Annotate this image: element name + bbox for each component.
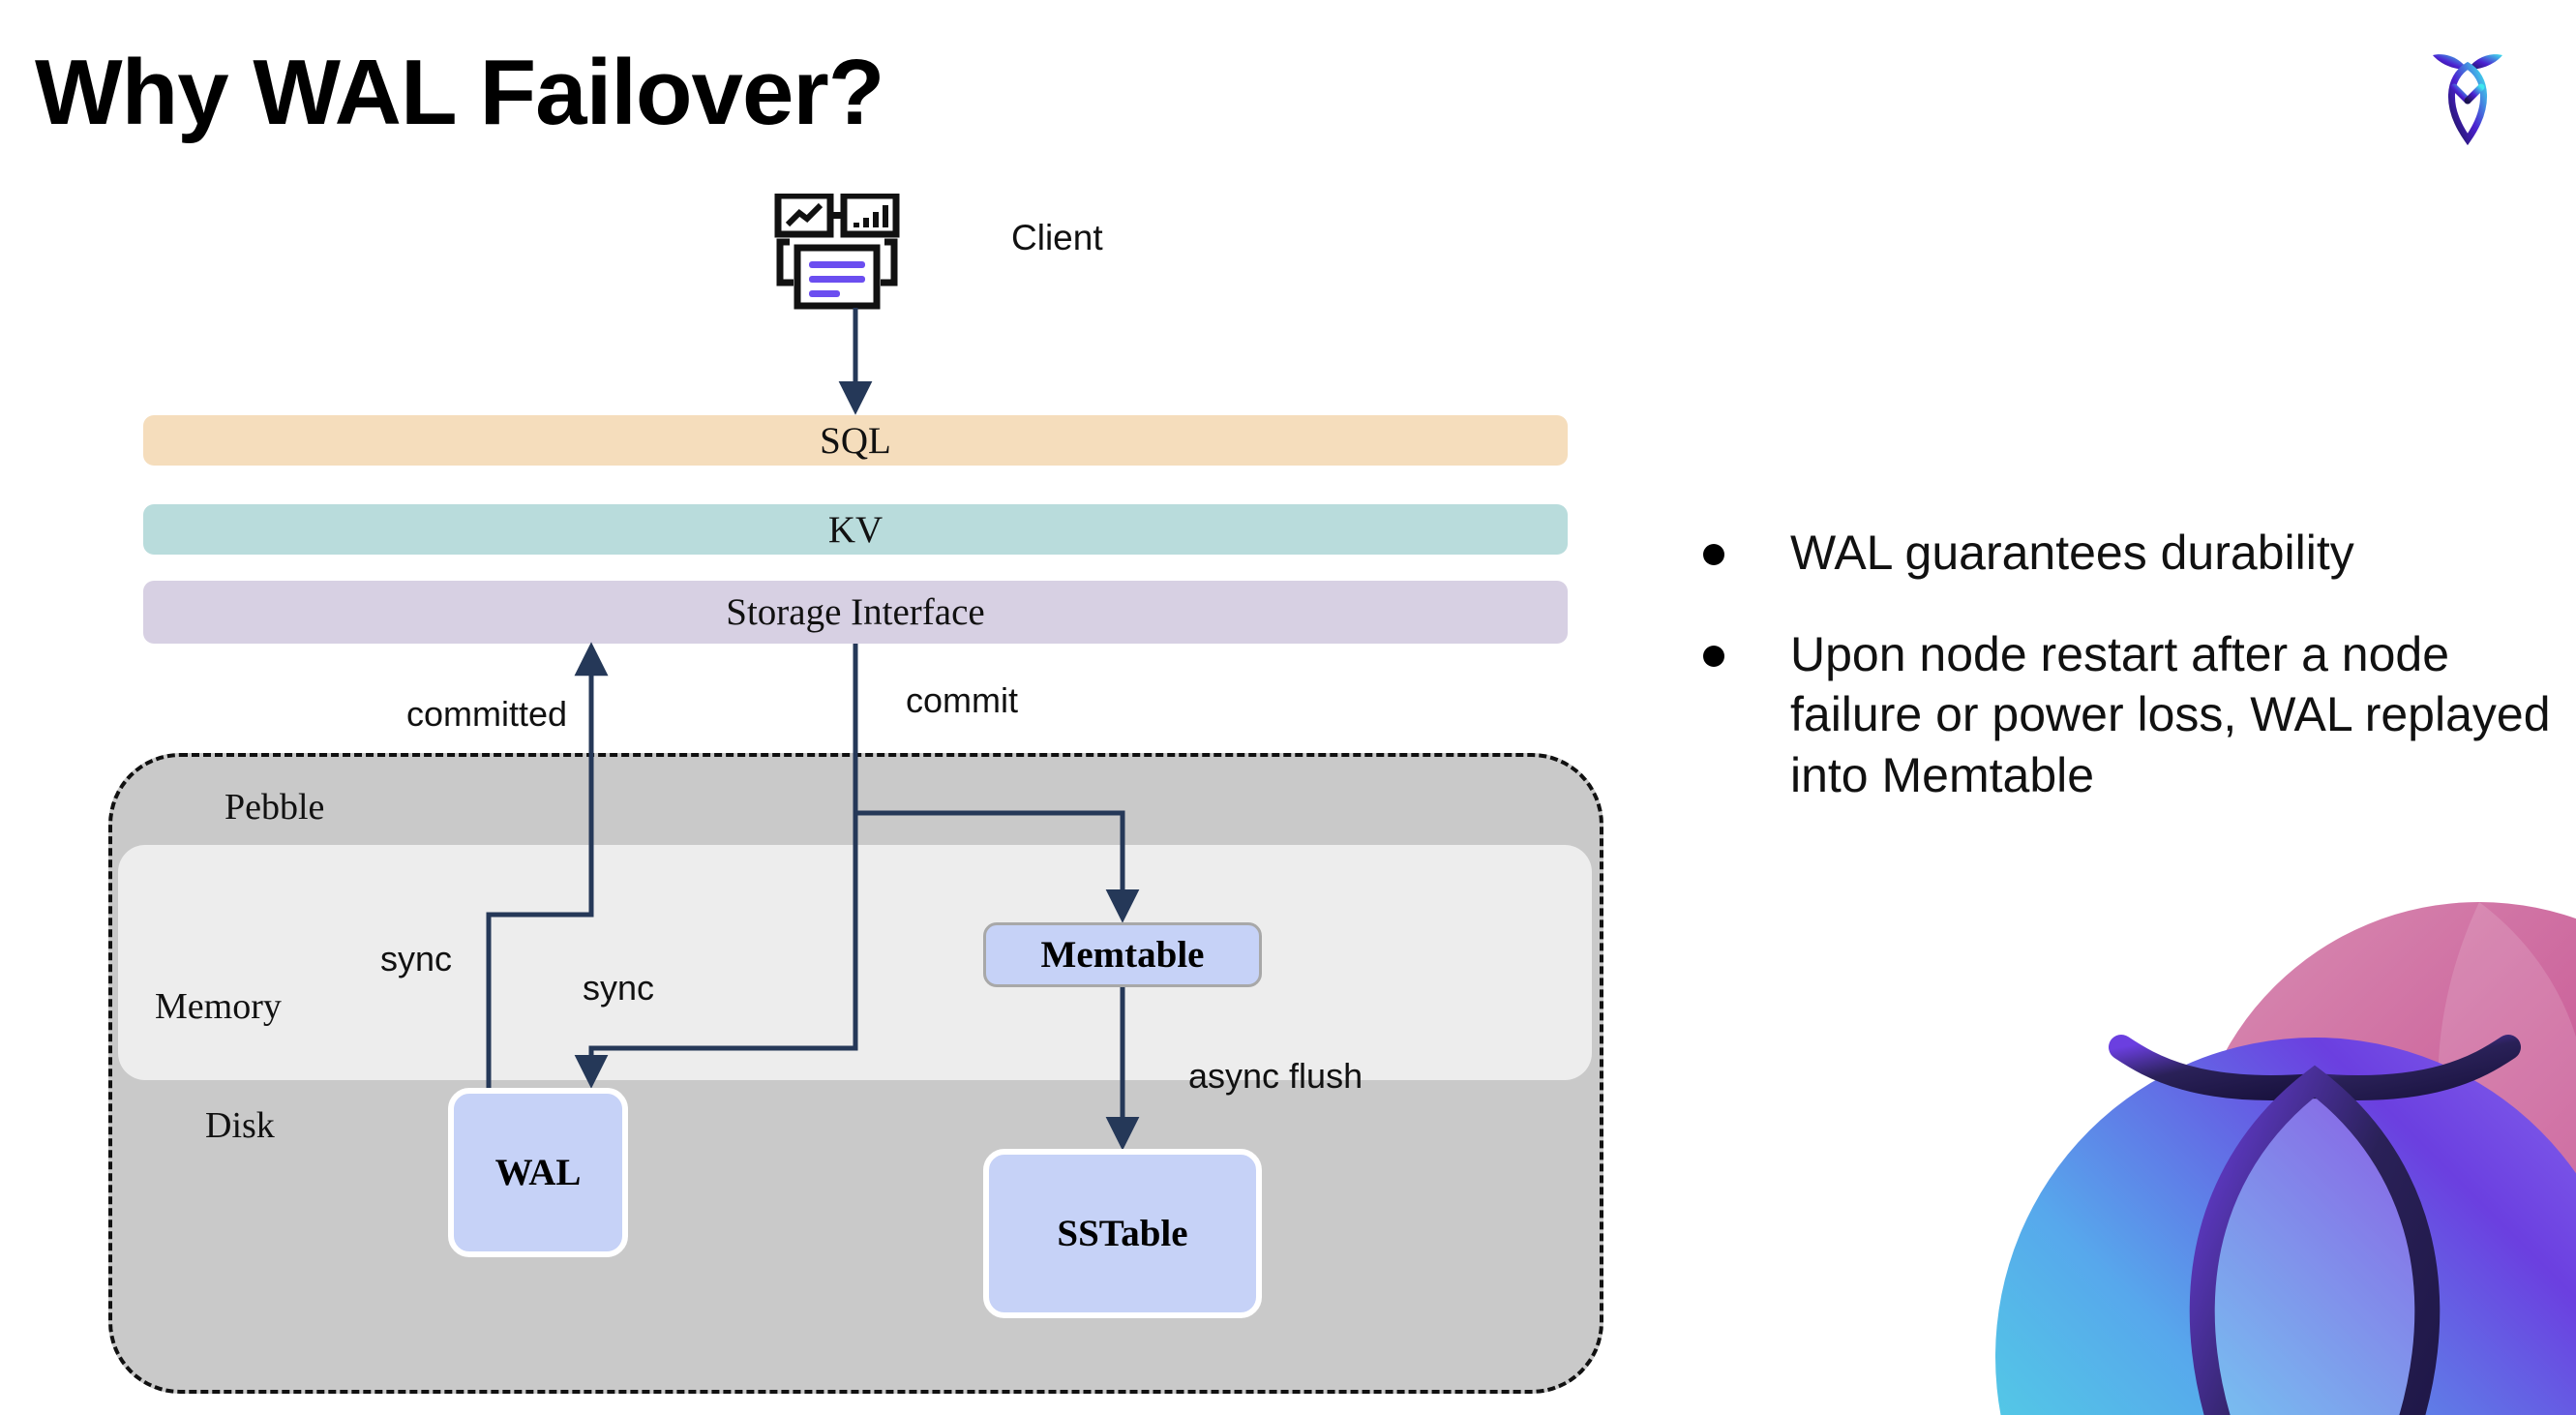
list-item: Upon node restart after a node failure o… — [1703, 624, 2555, 806]
bullet-dot-icon — [1703, 544, 1724, 565]
node-memtable-label: Memtable — [1040, 934, 1205, 976]
node-wal-label: WAL — [494, 1152, 582, 1193]
cockroachdb-logo — [2406, 31, 2530, 155]
node-sstable: SSTable — [983, 1149, 1262, 1318]
edge-label-sync-left: sync — [380, 939, 453, 978]
edge-label-commit: commit — [906, 680, 1018, 720]
bullet-text: Upon node restart after a node failure o… — [1790, 626, 2551, 802]
layer-bar-storage-interface: Storage Interface — [143, 581, 1568, 644]
list-item: WAL guarantees durability — [1703, 523, 2555, 584]
node-wal: WAL — [448, 1088, 628, 1257]
memory-label: Memory — [155, 986, 282, 1027]
layer-bar-storage-label: Storage Interface — [726, 591, 985, 633]
node-sstable-label: SSTable — [1057, 1213, 1188, 1254]
disk-label: Disk — [205, 1105, 275, 1146]
layer-bar-kv: KV — [143, 504, 1568, 555]
architecture-diagram: Client SQL KV Storage Interface Pebble M… — [108, 192, 1603, 1394]
page-title: Why WAL Failover? — [35, 41, 884, 144]
node-memtable: Memtable — [983, 922, 1262, 987]
edge-label-sync-right: sync — [583, 968, 655, 1008]
pebble-label: Pebble — [225, 787, 325, 828]
layer-bar-sql: SQL — [143, 415, 1568, 466]
layer-bar-sql-label: SQL — [820, 419, 891, 462]
bullet-text: WAL guarantees durability — [1790, 526, 2354, 580]
decorative-circles — [1860, 873, 2576, 1415]
client-label: Client — [1011, 218, 1103, 257]
bullet-list: WAL guarantees durability Upon node rest… — [1703, 523, 2555, 846]
layer-bar-kv-label: KV — [827, 508, 884, 551]
client-dashboard-icon — [774, 192, 929, 310]
memory-region — [118, 845, 1592, 1080]
edge-label-committed: committed — [406, 694, 568, 734]
bullet-dot-icon — [1703, 645, 1724, 667]
edge-label-async-flush: async flush — [1188, 1056, 1363, 1096]
